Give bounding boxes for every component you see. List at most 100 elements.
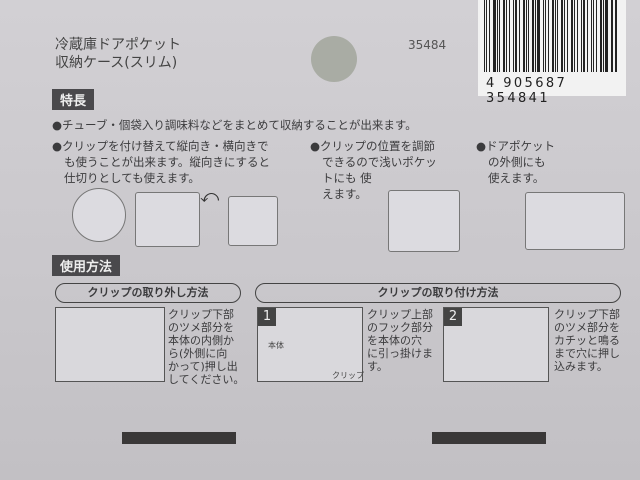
text-line: ●クリップを付け替えて縦向き・横向きで — [52, 139, 269, 153]
barcode-bar — [605, 0, 608, 72]
product-code: 35484 — [408, 38, 447, 52]
text-line: してください。 — [168, 373, 245, 386]
attach-step1-illustration: 1 本体 クリップ — [257, 307, 364, 382]
text-line: カチッと鳴る — [554, 334, 620, 347]
barcode-bar — [509, 0, 510, 72]
barcode: 4 905687 354841 — [478, 0, 626, 106]
barcode-bar — [612, 0, 614, 72]
feature-bullet-1: ●チューブ・個袋入り調味料などをまとめて収納することが出来ます。 — [52, 118, 417, 132]
barcode-bar — [564, 0, 566, 72]
barcode-bar — [577, 0, 578, 72]
barcode-bar — [499, 0, 501, 72]
barcode-bar — [496, 0, 498, 72]
clip-label: クリップ — [332, 371, 364, 380]
barcode-bar — [573, 0, 576, 72]
remove-clip-illustration — [55, 307, 165, 382]
case-vertical-illustration — [135, 192, 200, 247]
text-line: まで穴に押し — [554, 347, 620, 360]
text-line: トにも 使 — [322, 171, 372, 185]
barcode-bar — [582, 0, 586, 72]
feature-bullet-3: ●クリップの位置を調節 できるので浅いポケッ トにも 使 えます。 — [310, 138, 437, 202]
barcode-bar — [599, 0, 602, 72]
barcode-bar — [485, 0, 488, 72]
barcode-bar — [602, 0, 604, 72]
text-line: ら(外側に向 — [168, 347, 228, 360]
text-line: えます。 — [322, 187, 367, 201]
feature-bullet-2: ●クリップを付け替えて縦向き・横向きで も使うことが出来ます。縦向きにすると 仕… — [52, 138, 270, 186]
attach-clip-label: クリップの取り付け方法 — [255, 283, 621, 303]
barcode-bar — [489, 0, 491, 72]
remove-clip-label: クリップの取り外し方法 — [55, 283, 241, 303]
text-line: ●ドアポケット — [476, 139, 556, 153]
barcode-bar — [505, 0, 508, 72]
text-line: に引っ掛けま — [367, 347, 433, 360]
text-line: のツメ部分を — [554, 321, 620, 334]
barcode-bar — [514, 0, 518, 72]
barcode-bar — [590, 0, 593, 72]
text-line: のフック部分 — [367, 321, 433, 334]
barcode-bar — [551, 0, 554, 72]
title-line-2: 収納ケース(スリム) — [55, 55, 178, 71]
text-line: の外側にも — [488, 155, 546, 169]
text-line: クリップ下部 — [554, 308, 620, 321]
features-heading: 特長 — [52, 89, 95, 110]
barcode-bar — [503, 0, 505, 72]
text-line: クリップ上部 — [367, 308, 433, 321]
barcode-bar — [554, 0, 556, 72]
text-line: 本体の内側か — [168, 334, 234, 347]
barcode-bar — [493, 0, 496, 72]
barcode-bar — [557, 0, 559, 72]
barcode-bar — [528, 0, 530, 72]
text-line: す。 — [367, 360, 388, 373]
usage-heading: 使用方法 — [52, 255, 121, 276]
door-outside-illustration — [525, 192, 625, 250]
barcode-bar — [587, 0, 588, 72]
case-horizontal-illustration — [228, 196, 278, 246]
barcode-bar — [593, 0, 595, 72]
barcode-bar — [545, 0, 547, 72]
barcode-bar — [513, 0, 514, 72]
text-line: も使うことが出来ます。縦向きにすると — [64, 155, 270, 169]
barcode-bar — [484, 0, 485, 72]
barcode-bar — [542, 0, 545, 72]
attach-step1-instructions: クリップ上部 のフック部分 を本体の穴 に引っ掛けま す。 — [367, 308, 433, 373]
product-title: 冷蔵庫ドアポケット 収納ケース(スリム) — [55, 36, 181, 72]
barcode-bars — [484, 0, 620, 72]
body-label: 本体 — [268, 341, 284, 350]
text-line: のツメ部分を — [168, 321, 234, 334]
barcode-bar — [610, 0, 612, 72]
text-line: 込みます。 — [554, 360, 608, 373]
shallow-pocket-illustration — [388, 190, 460, 252]
rotate-arrow-icon: ⤺ — [200, 186, 220, 207]
barcode-bar — [525, 0, 527, 72]
barcode-bar — [522, 0, 525, 72]
barcode-bar — [519, 0, 520, 72]
text-line: を本体の穴 — [367, 334, 422, 347]
hang-hole — [311, 36, 357, 82]
barcode-bar — [596, 0, 597, 72]
barcode-bar — [548, 0, 549, 72]
barcode-bar — [570, 0, 573, 72]
text-line: ●クリップの位置を調節 — [310, 139, 436, 153]
barcode-number: 4 905687 354841 — [486, 76, 568, 106]
text-line: クリップ下部 — [168, 308, 234, 321]
feature-bullet-4: ●ドアポケット の外側にも 使えます。 — [476, 138, 555, 186]
text-line: 仕切りとしても使えます。 — [64, 171, 200, 185]
barcode-bar — [532, 0, 534, 72]
step-number: 2 — [444, 308, 462, 326]
clip-closeup-illustration — [72, 188, 126, 242]
text-line: できるので浅いポケッ — [322, 155, 437, 169]
die-cut-slot-right — [432, 432, 546, 444]
attach-step2-illustration: 2 — [443, 307, 549, 382]
remove-clip-instructions: クリップ下部 のツメ部分を 本体の内側か ら(外側に向 かって)押し出 してくだ… — [168, 308, 244, 386]
attach-step2-instructions: クリップ下部 のツメ部分を カチッと鳴る まで穴に押し 込みます。 — [554, 308, 620, 373]
barcode-bar — [561, 0, 564, 72]
title-line-1: 冷蔵庫ドアポケット — [55, 37, 181, 53]
barcode-bar — [615, 0, 617, 72]
barcode-bar — [567, 0, 568, 72]
barcode-bar — [580, 0, 582, 72]
barcode-bar — [534, 0, 536, 72]
text-line: かって)押し出 — [168, 360, 238, 373]
barcode-bar — [537, 0, 540, 72]
